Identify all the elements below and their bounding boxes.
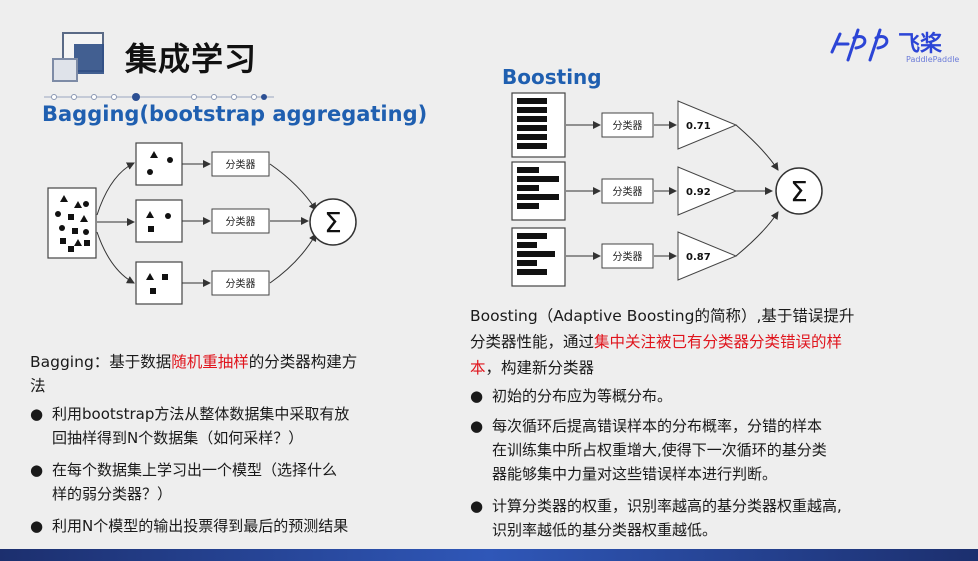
title-deco-square-small — [52, 58, 78, 82]
boosting-bullet-3-line-1: 计算分类器的权重，识别率越高的基分类器权重越高, — [492, 497, 842, 515]
paddle-logo-icon — [830, 28, 889, 62]
boosting-bullet-2-line-2: 在训练集中所占权重增大,使得下一次循环的基分类 — [492, 441, 827, 459]
bullet-dot-icon: ● — [30, 517, 44, 535]
boosting-desc-highlight-end: 本 — [470, 359, 486, 377]
boosting-heading: Boosting — [502, 65, 602, 89]
boosting-sum-icon: Σ — [790, 175, 808, 208]
boosting-desc-highlight: 集中关注被已有分类器分类错误的样 — [594, 333, 843, 351]
boosting-classifier-box-2 — [601, 178, 654, 204]
boosting-weight-1: 0.71 — [686, 121, 711, 132]
boosting-classifier-label-3: 分类器 — [613, 250, 643, 263]
boosting-weight-triangle-3 — [677, 231, 738, 281]
boosting-classifier-box-1 — [601, 112, 654, 138]
bottom-decorative-bar — [0, 549, 978, 561]
boosting-bullet-1: ● 初始的分布应为等概分布。 — [470, 384, 950, 408]
bagging-bullet-3: ● 利用N个模型的输出投票得到最后的预测结果 — [30, 514, 450, 538]
boosting-classifier-label-2: 分类器 — [613, 185, 643, 198]
bagging-full-dataset-samples — [55, 195, 90, 252]
bagging-bullet-2: ● 在每个数据集上学习出一个模型（选择什么 样的弱分类器？） — [30, 458, 450, 506]
bagging-sum-node — [309, 198, 357, 246]
bagging-bullet-2-line-2: 样的弱分类器？） — [52, 485, 173, 503]
bagging-desc-suffix: 的分类器构建方 — [248, 353, 358, 371]
boosting-weight-triangle-2 — [677, 166, 738, 216]
boosting-bullet-3-line-2: 识别率越低的基分类器权重越低。 — [492, 521, 718, 539]
bagging-classifier-box-3 — [211, 270, 270, 296]
boosting-description-line-1: Boosting（Adaptive Boosting的简称）,基于错误提升 — [470, 307, 855, 325]
boosting-classifier-box-3 — [601, 243, 654, 269]
title-deco-square-filled — [74, 44, 104, 74]
bagging-bullet-1-line-1: 利用bootstrap方法从整体数据集中采取有放 — [52, 405, 350, 423]
decorative-dot-line — [44, 93, 274, 101]
bagging-heading: Bagging(bootstrap aggregating) — [42, 102, 428, 126]
bagging-bootstrap-sample-2 — [135, 199, 183, 243]
bullet-dot-icon: ● — [30, 405, 44, 423]
bagging-diagram: 分类器 分类器 分类器 Σ — [47, 142, 357, 305]
brand-name: 飞桨 — [898, 32, 943, 57]
bagging-description-line-2: 法 — [30, 377, 46, 395]
bagging-bootstrap-sample-1 — [135, 142, 183, 186]
boosting-bullet-3: ● 计算分类器的权重，识别率越高的基分类器权重越高, 识别率越低的基分类器权重越… — [470, 494, 950, 542]
boosting-description-line-3: 本，构建新分类器 — [470, 356, 594, 380]
bagging-bullet-1-line-2: 回抽样得到N个数据集（如何采样？） — [52, 429, 304, 447]
boosting-bullet-1-line-1: 初始的分布应为等概分布。 — [492, 387, 673, 405]
bullet-dot-icon: ● — [470, 387, 484, 405]
bagging-bullet-2-line-1: 在每个数据集上学习出一个模型（选择什么 — [52, 461, 338, 479]
boosting-bullet-2: ● 每次循环后提高错误样本的分布概率，分错的样本 在训练集中所占权重增大,使得下… — [470, 414, 950, 486]
boosting-bullet-2-line-3: 器能够集中力量对这些错误样本进行判断。 — [492, 465, 778, 483]
bagging-bullet-3-line-1: 利用N个模型的输出投票得到最后的预测结果 — [52, 517, 349, 535]
bullet-dot-icon: ● — [30, 461, 44, 479]
bagging-description-line-1: Bagging：基于数据随机重抽样的分类器构建方 — [30, 350, 357, 374]
bullet-dot-icon: ● — [470, 417, 484, 435]
bagging-classifier-label-1: 分类器 — [226, 158, 256, 171]
boosting-bullet-2-line-1: 每次循环后提高错误样本的分布概率，分错的样本 — [492, 417, 823, 435]
boosting-diagram: 分类器 分类器 分类器 0.71 0.92 0.87 Σ — [511, 92, 823, 287]
boosting-classifier-label-1: 分类器 — [613, 119, 643, 132]
boosting-sum-node — [775, 167, 823, 215]
boosting-description-line-2: 分类器性能，通过集中关注被已有分类器分类错误的样 — [470, 330, 842, 354]
bagging-desc-prefix: Bagging：基于数据 — [30, 353, 172, 371]
brand-subtitle: PaddlePaddle — [906, 55, 960, 64]
bagging-bootstrap-sample-3 — [135, 261, 183, 305]
boosting-weight-3: 0.87 — [686, 252, 711, 263]
bagging-bullet-1: ● 利用bootstrap方法从整体数据集中采取有放 回抽样得到N个数据集（如何… — [30, 402, 450, 450]
boosting-weight-2: 0.92 — [686, 187, 711, 198]
bagging-classifier-label-3: 分类器 — [226, 277, 256, 290]
bullet-dot-icon: ● — [470, 497, 484, 515]
boosting-weight-triangle-1 — [677, 100, 738, 150]
boosting-desc-prefix: 分类器性能，通过 — [470, 333, 595, 351]
bagging-sum-icon: Σ — [324, 206, 342, 239]
bagging-classifier-box-1 — [211, 151, 270, 177]
bagging-classifier-box-2 — [211, 208, 270, 234]
bagging-classifier-label-2: 分类器 — [226, 215, 256, 228]
page-title: 集成学习 — [125, 40, 258, 78]
bagging-desc-highlight: 随机重抽样 — [171, 353, 249, 371]
boosting-desc-suffix: ，构建新分类器 — [485, 359, 595, 377]
